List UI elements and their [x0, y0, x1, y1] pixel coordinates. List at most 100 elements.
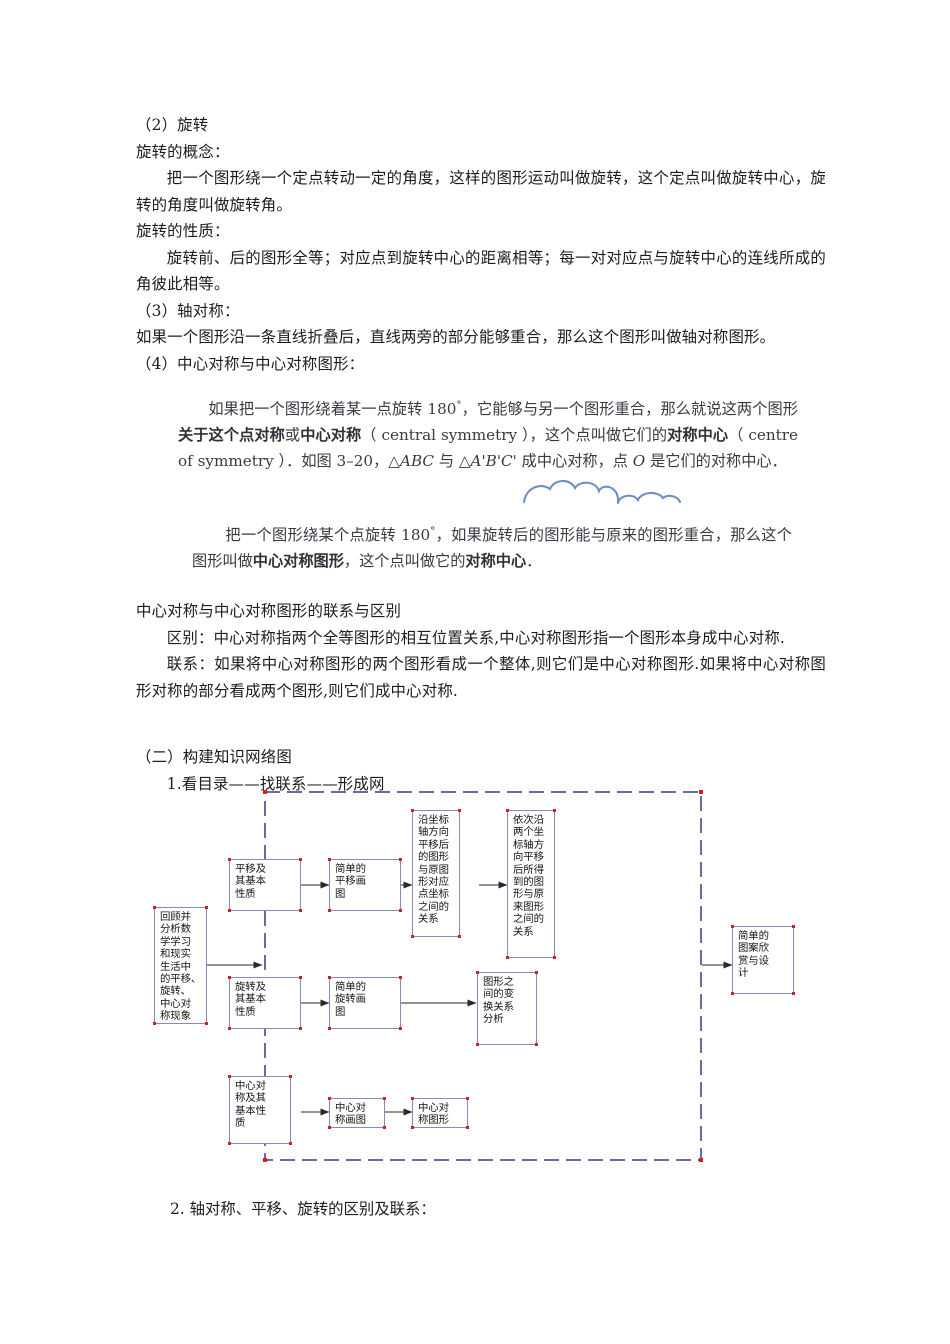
flow-node-simple-translation-drawing-line-3: 图	[335, 887, 346, 900]
scan-bold-2a: 中心对称图形	[252, 552, 344, 571]
flow-node-simple-translation-drawing-line-2: 平移画	[335, 875, 366, 888]
flow-node-axis-translation-line-5: 与原图	[418, 863, 449, 876]
flow-node-central-symmetric-figure[interactable]: 中心对 称图形	[411, 1097, 469, 1129]
flow-node-axis-translation-line-2: 轴方向	[418, 826, 449, 839]
scan-mid-1c: ，这个点叫做它们的	[529, 426, 668, 445]
flow-node-transformation-analysis-line-4: 分析	[483, 1013, 504, 1026]
flow-node-start-line-1: 回顾并	[160, 911, 191, 923]
flow-node-pattern-design-line-1: 简单的	[738, 930, 769, 942]
section-heading: （二）构建知识网络图	[136, 748, 292, 766]
flow-node-transformation-analysis-line-1: 图形之	[483, 976, 514, 988]
subsection-heading: 1.看目录——找联系——形成网	[166, 774, 385, 793]
flow-node-start-line-2: 分析数	[160, 923, 191, 936]
scan-bold-1c: 对称中心	[667, 426, 729, 445]
flow-node-axis-translation-line-4: 的图形	[418, 851, 449, 864]
flow-node-two-axis-translation-line-4: 向平移	[513, 851, 544, 864]
paragraph-relations-heading: 中心对称与中心对称图形的联系与区别	[136, 602, 402, 620]
flow-node-two-axis-translation-line-7: 形与原	[513, 888, 544, 901]
scan-degree-1: °	[456, 399, 462, 411]
paragraph-rotation-concept-body: 把一个图形绕一个定点转动一定的角度，这样的图形运动叫做旋转，这个定点叫做旋转中心…	[136, 169, 826, 214]
flow-node-central-symmetry-properties[interactable]: 中心对 称及其 基本性 质	[228, 1075, 292, 1145]
scan-triangle-abc: △ABC	[388, 452, 435, 471]
flow-node-axis-translation-line-6: 形对应	[418, 876, 449, 889]
scan-mid-1e: 与	[434, 452, 459, 471]
flow-node-central-symmetry-properties-line-1: 中心对	[235, 1080, 266, 1092]
scan-paragraph-central-symmetry: 如果把一个图形绕着某一点旋转 180°，它能够与另一个图形重合，那么就说这两个图…	[178, 392, 798, 474]
flow-node-transformation-analysis-line-3: 换关系	[483, 1000, 514, 1013]
paragraph-axial-symmetry-body: 如果一个图形沿一条直线折叠后，直线两旁的部分能够重合，那么这个图形叫做轴对称图形…	[136, 328, 776, 346]
flow-node-translation-properties-line-2: 其基本	[235, 875, 266, 888]
flow-node-axis-translation-coordinates[interactable]: 沿坐标 轴方向 平移后 的图形 与原图 形对应 点坐标 之间的 关系	[411, 809, 461, 938]
flow-node-rotation-properties[interactable]: 旋转及 其基本 性质	[228, 976, 302, 1030]
flow-node-translation-properties[interactable]: 平移及 其基本 性质	[228, 858, 302, 912]
scanned-textbook-excerpt: 如果把一个图形绕着某一点旋转 180°，它能够与另一个图形重合，那么就说这两个图…	[178, 392, 798, 572]
flow-node-two-axis-translation-line-8: 来图形	[513, 900, 544, 913]
flow-node-axis-translation-line-8: 之间的	[418, 900, 449, 913]
text-body: （2）旋转 旋转的概念： 把一个图形绕一个定点转动一定的角度，这样的图形运动叫做…	[136, 112, 826, 377]
scan-mid-1b: 或	[284, 426, 301, 445]
flow-node-start-line-7: 旋转、	[160, 985, 191, 998]
flow-node-central-symmetric-figure-line-2: 称图形	[418, 1114, 449, 1127]
scan-mid-2b: ，这个点叫做它的	[343, 552, 466, 571]
text-body-relations: 中心对称与中心对称图形的联系与区别 区别：中心对称指两个全等图形的相互位置关系,…	[136, 598, 826, 704]
scan-mid-2a: ，如果旋转后的图形能与原来的图形重合，那么这个图形叫做	[192, 526, 792, 571]
flow-node-simple-rotation-drawing-line-1: 简单的	[335, 981, 366, 993]
scan-tail-1: 是它们的对称中心．	[645, 452, 787, 471]
flow-node-two-axis-translation-line-2: 两个坐	[513, 826, 544, 839]
flow-node-start-line-6: 的平移、	[160, 973, 202, 986]
flow-node-two-axis-translation-line-9: 之间的	[513, 913, 544, 926]
flow-node-central-symmetry-drawing-line-2: 称画图	[335, 1114, 366, 1127]
scan-mid-1a: ，它能够与另一个图形重合，那么就说这两个图形	[461, 400, 798, 419]
flow-node-start[interactable]: 回顾并 分析数 学学习 和现实 生活中 的平移、 旋转、 中心对 称现象	[153, 906, 208, 1025]
flow-node-start-line-3: 学学习	[160, 935, 191, 948]
flow-node-simple-translation-drawing[interactable]: 简单的 平移画 图	[328, 858, 402, 912]
scan-point-o: O	[632, 452, 646, 471]
flow-node-central-symmetry-properties-line-4: 质	[235, 1117, 246, 1130]
flow-node-pattern-design-line-3: 赏与设	[738, 954, 769, 967]
flow-node-pattern-design-line-2: 图案欣	[738, 942, 769, 955]
flow-node-pattern-design-line-4: 计	[738, 967, 749, 980]
paragraph-connection: 联系：如果将中心对称图形的两个图形看成一个整体,则它们是中心对称图形.如果将中心…	[136, 655, 826, 700]
flow-node-translation-properties-line-3: 性质	[235, 887, 256, 900]
flow-node-central-symmetry-drawing[interactable]: 中心对 称画图	[328, 1097, 386, 1129]
paragraph-axial-symmetry-title: （3）轴对称：	[136, 301, 240, 320]
flow-node-simple-rotation-drawing[interactable]: 简单的 旋转画 图	[328, 976, 402, 1030]
flow-node-simple-rotation-drawing-line-2: 旋转画	[335, 993, 366, 1006]
scan-mid-1f: 成中心对称，点	[516, 452, 633, 471]
flow-node-central-symmetric-figure-line-1: 中心对	[418, 1102, 449, 1114]
flowchart-connectors	[207, 790, 733, 1162]
text-body-section: （二）构建知识网络图 1.看目录——找联系——形成网	[136, 744, 826, 797]
scan-triangle-abc-prime: △A'B'C'	[458, 452, 517, 471]
flow-node-simple-rotation-drawing-line-3: 图	[335, 1005, 346, 1018]
scan-latin-central-symmetry: （ central symmetry ）	[361, 426, 530, 445]
paragraph-rotation-property-label: 旋转的性质：	[136, 222, 230, 240]
flow-node-two-axis-translation-line-5: 后所得	[513, 863, 544, 876]
flowchart-dashed-boundary	[264, 791, 702, 1161]
flow-node-axis-translation-line-1: 沿坐标	[418, 814, 449, 826]
flow-node-start-line-9: 称现象	[160, 1010, 191, 1023]
flow-node-translation-properties-line-1: 平移及	[235, 863, 266, 875]
flow-node-axis-translation-line-3: 平移后	[418, 838, 449, 851]
paragraph-difference: 区别：中心对称指两个全等图形的相互位置关系,中心对称图形指一个图形本身成中心对称…	[166, 628, 786, 647]
flow-node-central-symmetry-properties-line-2: 称及其	[235, 1092, 266, 1105]
flow-node-rotation-properties-line-1: 旋转及	[235, 981, 266, 993]
flow-node-rotation-properties-line-3: 性质	[235, 1005, 256, 1018]
scan-paragraph-central-symmetric-figure: 把一个图形绕某个点旋转 180°，如果旋转后的图形能与原来的图形重合，那么这个图…	[192, 518, 792, 574]
flow-node-pattern-design[interactable]: 简单的 图案欣 赏与设 计	[731, 925, 795, 995]
flow-node-start-line-5: 生活中	[160, 960, 191, 973]
flow-node-central-symmetry-drawing-line-1: 中心对	[335, 1102, 366, 1114]
paragraph-rotation-property-body: 旋转前、后的图形全等；对应点到旋转中心的距离相等；每一对对应点与旋转中心的连线所…	[136, 248, 826, 294]
scan-bold-2b: 对称中心	[465, 552, 527, 571]
scan-latin-centre-of-symmetry: （ centre of symmetry ）	[178, 426, 799, 471]
flow-node-two-axis-translation[interactable]: 依次沿 两个坐 标轴方 向平移 后所得 到的图 形与原 来图形 之间的 关系	[506, 809, 556, 959]
paragraph-central-symmetry-title: （4）中心对称与中心对称图形：	[136, 354, 365, 373]
scan-lead-1: 如果把一个图形绕着某一点旋转 180	[208, 400, 457, 419]
flow-node-transformation-analysis-line-2: 间的变	[483, 988, 514, 1001]
flow-node-start-line-4: 和现实	[160, 948, 191, 961]
flow-node-two-axis-translation-line-3: 标轴方	[513, 838, 544, 851]
flow-node-transformation-analysis[interactable]: 图形之 间的变 换关系 分析	[476, 971, 538, 1046]
footer-subsection-heading: 2. 轴对称、平移、旋转的区别及联系：	[170, 1200, 436, 1218]
flow-node-two-axis-translation-line-10: 关系	[513, 925, 534, 938]
scan-mid-1d: ．如图 3–20，	[286, 452, 389, 471]
